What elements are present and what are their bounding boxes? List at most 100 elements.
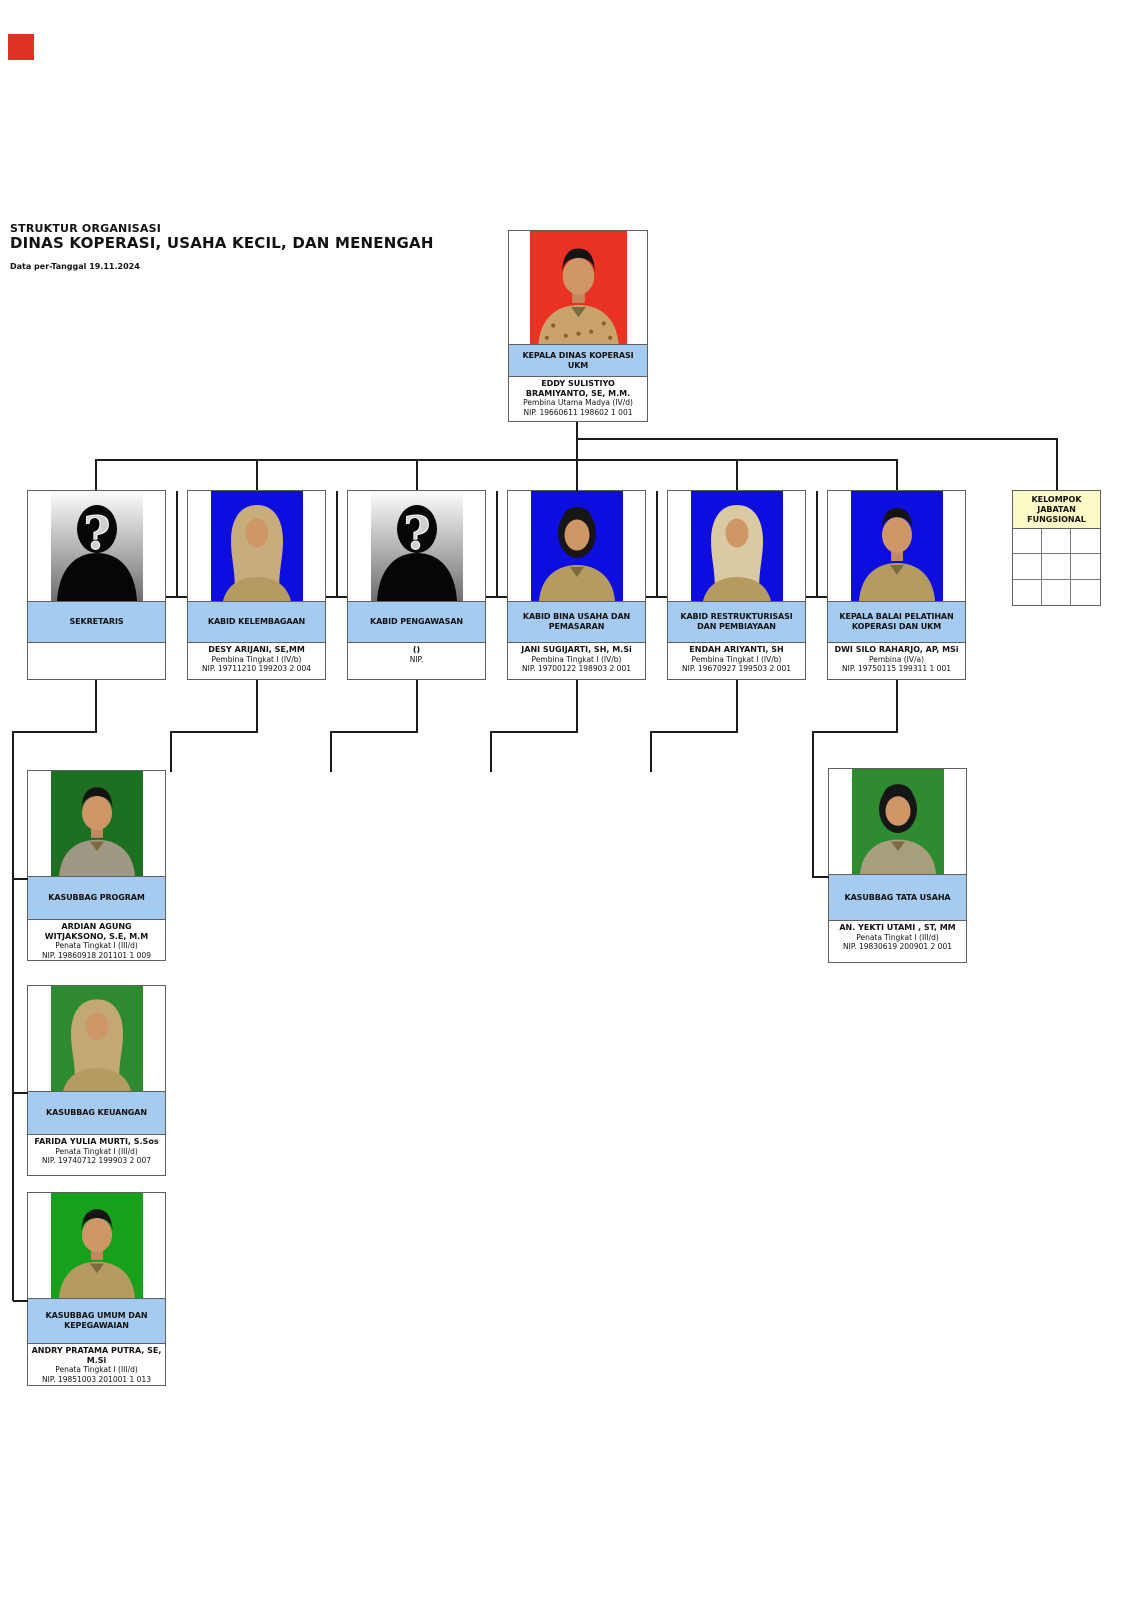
officer-rank-kepala-balai: Pembina (IV/a) (868, 654, 925, 664)
connector-line-horizontal (330, 731, 417, 733)
org-box-kabid-bina-usaha: KABID BINA USAHA DAN PEMASARAN JANI SUGIJ… (507, 490, 646, 680)
position-title-kabid-pengawasan: KABID PENGAWASAN (348, 601, 485, 643)
photo-kepala-dinas (509, 231, 647, 344)
connector-line-vertical (95, 680, 97, 733)
connector-line-vertical (336, 491, 338, 598)
photo-kabid-bina-usaha (508, 491, 645, 601)
chart-title-line2: DINAS KOPERASI, USAHA KECIL, DAN MENENGA… (10, 234, 434, 252)
connector-line-vertical (170, 731, 172, 772)
position-title-kabid-restrukturisasi: KABID RESTRUKTURISASI DAN PEMBIAYAAN (668, 601, 805, 643)
officer-nip-kepala-balai: NIP. 19750115 199311 1 001 (842, 664, 951, 673)
connector-line-vertical (736, 680, 738, 733)
connector-line-horizontal (812, 731, 897, 733)
connector-line-vertical (736, 459, 738, 490)
photo-sekretaris: ? (28, 491, 165, 601)
functional-group-cell (1071, 529, 1100, 555)
connector-line-vertical (416, 680, 418, 733)
position-title-kepala-balai: KEPALA BALAI PELATIHAN KOPERASI DAN UKM (828, 601, 965, 643)
connector-line-vertical (656, 491, 658, 598)
officer-rank-kabid-bina-usaha: Pembina Tingkat I (IV/b) (531, 654, 622, 664)
position-title-kepala-dinas: KEPALA DINAS KOPERASI UKM (509, 344, 647, 377)
connector-line-horizontal (806, 596, 827, 598)
position-title-kasubbag-keuangan: KASUBBAG KEUANGAN (28, 1091, 165, 1135)
officer-nip-kasubbag-program: NIP. 19860918 201101 1 009 (42, 950, 151, 960)
officer-name-kasubbag-umum: ANDRY PRATAMA PUTRA, SE, M.Si (31, 1346, 162, 1365)
red-corner-marker (8, 34, 34, 60)
officer-nip-kepala-dinas: NIP. 19660611 198602 1 001 (523, 407, 633, 417)
functional-group-cell (1013, 554, 1042, 580)
connector-line-vertical (650, 731, 652, 772)
officer-name-kabid-kelembagaan: DESY ARIJANI, SE,MM (208, 645, 305, 654)
connector-line-horizontal (813, 876, 829, 878)
functional-group-cell (1042, 554, 1071, 580)
officer-nip-kabid-kelembagaan: NIP. 19711210 199203 2 004 (202, 664, 311, 673)
officer-name-kasubbag-tata-usaha: AN. YEKTI UTAMI , ST, MM (839, 923, 956, 932)
connector-line-horizontal (12, 731, 96, 733)
photo-kabid-restrukturisasi (668, 491, 805, 601)
connector-line-vertical (416, 459, 418, 490)
connector-line-vertical (176, 491, 178, 598)
officer-rank-kepala-dinas: Pembina Utama Madya (IV/d) (523, 398, 633, 407)
connector-line-vertical (496, 491, 498, 598)
position-title-kabid-bina-usaha: KABID BINA USAHA DAN PEMASARAN (508, 601, 645, 643)
position-title-kasubbag-tata-usaha: KASUBBAG TATA USAHA (829, 874, 966, 921)
officer-info-kabid-pengawasan: ()NIP. (348, 643, 485, 679)
svg-text:?: ? (83, 506, 110, 560)
position-title-sekretaris: SEKRETARIS (28, 601, 165, 643)
officer-nip-kabid-bina-usaha: NIP. 19700122 198903 2 001 (522, 664, 631, 673)
officer-rank-kabid-restrukturisasi: Pembina Tingkat I (IV/b) (691, 654, 782, 664)
connector-line-vertical (896, 680, 898, 733)
connector-line-horizontal (170, 731, 257, 733)
position-title-kabid-kelembagaan: KABID KELEMBAGAAN (188, 601, 325, 643)
photo-kasubbag-program (28, 771, 165, 876)
officer-name-kepala-balai: DWI SILO RAHARJO, AP, MSi (834, 645, 959, 654)
connector-line-vertical (330, 731, 332, 772)
connector-line-horizontal (13, 878, 28, 880)
photo-kasubbag-tata-usaha (829, 769, 966, 874)
officer-name-kabid-bina-usaha: JANI SUGIJARTI, SH, M.Si (521, 645, 632, 654)
connector-line-vertical (576, 680, 578, 733)
connector-line-horizontal (486, 596, 507, 598)
connector-line-horizontal (13, 1300, 28, 1302)
functional-group-cell (1071, 554, 1100, 580)
officer-name-kabid-restrukturisasi: ENDAH ARIYANTI, SH (689, 645, 784, 654)
connector-line-vertical (256, 459, 258, 490)
officer-info-kepala-dinas: EDDY SULISTIYO BRAMIYANTO, SE, M.M.Pembi… (509, 377, 647, 421)
officer-info-sekretaris (28, 643, 165, 679)
connector-line-vertical (812, 731, 814, 878)
functional-group-grid (1013, 529, 1100, 605)
functional-group-cell (1042, 579, 1071, 605)
officer-rank-kasubbag-keuangan: Penata Tingkat I (III/d) (55, 1146, 138, 1156)
functional-group-box: KELOMPOK JABATAN FUNGSIONAL (1012, 490, 1101, 606)
officer-rank-kabid-kelembagaan: Pembina Tingkat I (IV/b) (211, 654, 302, 664)
connector-line-vertical (576, 422, 578, 492)
connector-line-vertical (256, 680, 258, 733)
org-box-kabid-pengawasan: ?KABID PENGAWASAN()NIP. (347, 490, 486, 680)
connector-line-vertical (1056, 438, 1058, 490)
officer-nip-kasubbag-keuangan: NIP. 19740712 199903 2 007 (42, 1156, 151, 1165)
connector-line-horizontal (650, 731, 737, 733)
officer-name-kasubbag-program: ARDIAN AGUNG WITJAKSONO, S.E, M.M (44, 922, 149, 941)
officer-name-kepala-dinas: EDDY SULISTIYO BRAMIYANTO, SE, M.M. (525, 379, 631, 398)
connector-line-horizontal (166, 596, 187, 598)
photo-kepala-balai (828, 491, 965, 601)
photo-kasubbag-keuangan (28, 986, 165, 1091)
connector-line-horizontal (490, 731, 577, 733)
position-title-kasubbag-umum: KASUBBAG UMUM DAN KEPEGAWAIAN (28, 1298, 165, 1344)
officer-nip-kabid-pengawasan: NIP. (409, 654, 424, 664)
chart-title-line1: STRUKTUR ORGANISASI (10, 222, 162, 235)
connector-line-horizontal (13, 1092, 28, 1094)
officer-nip-kabid-restrukturisasi: NIP. 19670927 199503 2 001 (682, 664, 791, 673)
connector-line-vertical (490, 731, 492, 772)
functional-group-cell (1042, 529, 1071, 555)
connector-line-vertical (95, 459, 97, 490)
